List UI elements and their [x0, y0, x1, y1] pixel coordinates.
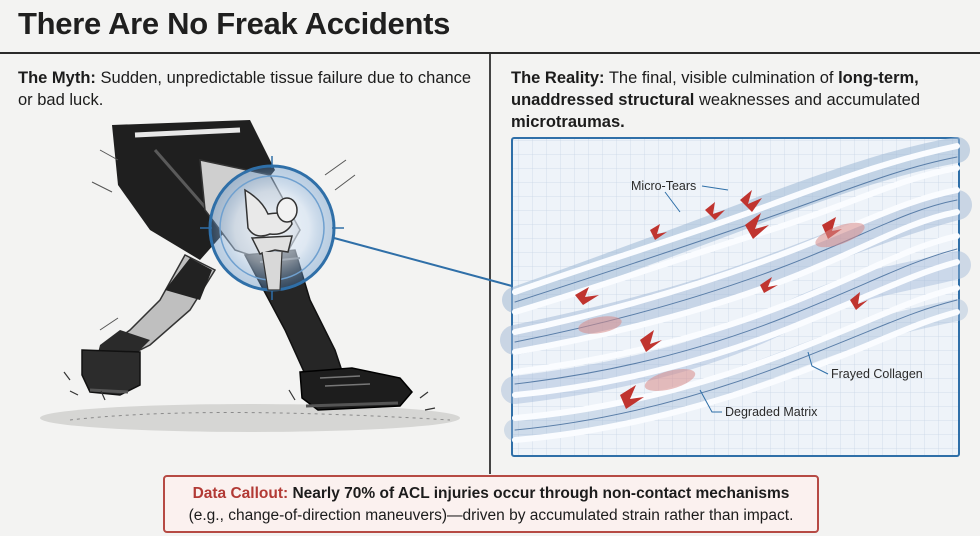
collagen-fibers [500, 137, 972, 443]
svg-text:Micro-Tears: Micro-Tears [631, 179, 696, 193]
tissue-detail-panel: Micro-Tears Frayed Collagen Degraded Mat… [500, 137, 972, 457]
front-shoe [299, 367, 413, 411]
title-divider [0, 52, 980, 54]
label-micro-tears: Micro-Tears [631, 179, 729, 213]
reality-statement: The Reality: The final, visible culminat… [511, 67, 966, 133]
runner-leg-illustration [40, 120, 513, 432]
svg-text:Frayed Collagen: Frayed Collagen [831, 367, 923, 381]
myth-text: Sudden, unpredictable tissue failure due… [18, 69, 472, 109]
myth-statement: The Myth: Sudden, unpredictable tissue f… [18, 67, 473, 111]
reality-text-1: The final, visible culmination of [604, 69, 839, 87]
zoom-connector-line [333, 237, 513, 287]
knee-joint-icon [244, 188, 298, 291]
callout-detail: (e.g., change-of-direction maneuvers)—dr… [188, 507, 794, 524]
data-callout-box: Data Callout: Nearly 70% of ACL injuries… [163, 475, 819, 533]
reality-text-2: weaknesses and accumulated [694, 91, 921, 109]
label-frayed-collagen: Frayed Collagen [807, 351, 923, 381]
myth-label: The Myth: [18, 69, 96, 87]
reality-label: The Reality: [511, 69, 605, 87]
column-divider [489, 54, 491, 474]
shorts [112, 120, 275, 260]
callout-lead: Nearly 70% of ACL injuries occur through… [288, 485, 790, 502]
callout-label: Data Callout: [192, 485, 289, 502]
page-title: There Are No Freak Accidents [18, 6, 451, 41]
reality-bold-2: microtraumas. [511, 113, 625, 131]
reality-bold-1: long-term, unaddressed structural [511, 69, 919, 109]
svg-text:Degraded Matrix: Degraded Matrix [725, 405, 818, 419]
back-shoe [81, 349, 141, 396]
callout-line-1: Data Callout: Nearly 70% of ACL injuries… [165, 483, 817, 505]
ground-shadow [40, 404, 460, 432]
label-degraded-matrix: Degraded Matrix [699, 389, 818, 419]
